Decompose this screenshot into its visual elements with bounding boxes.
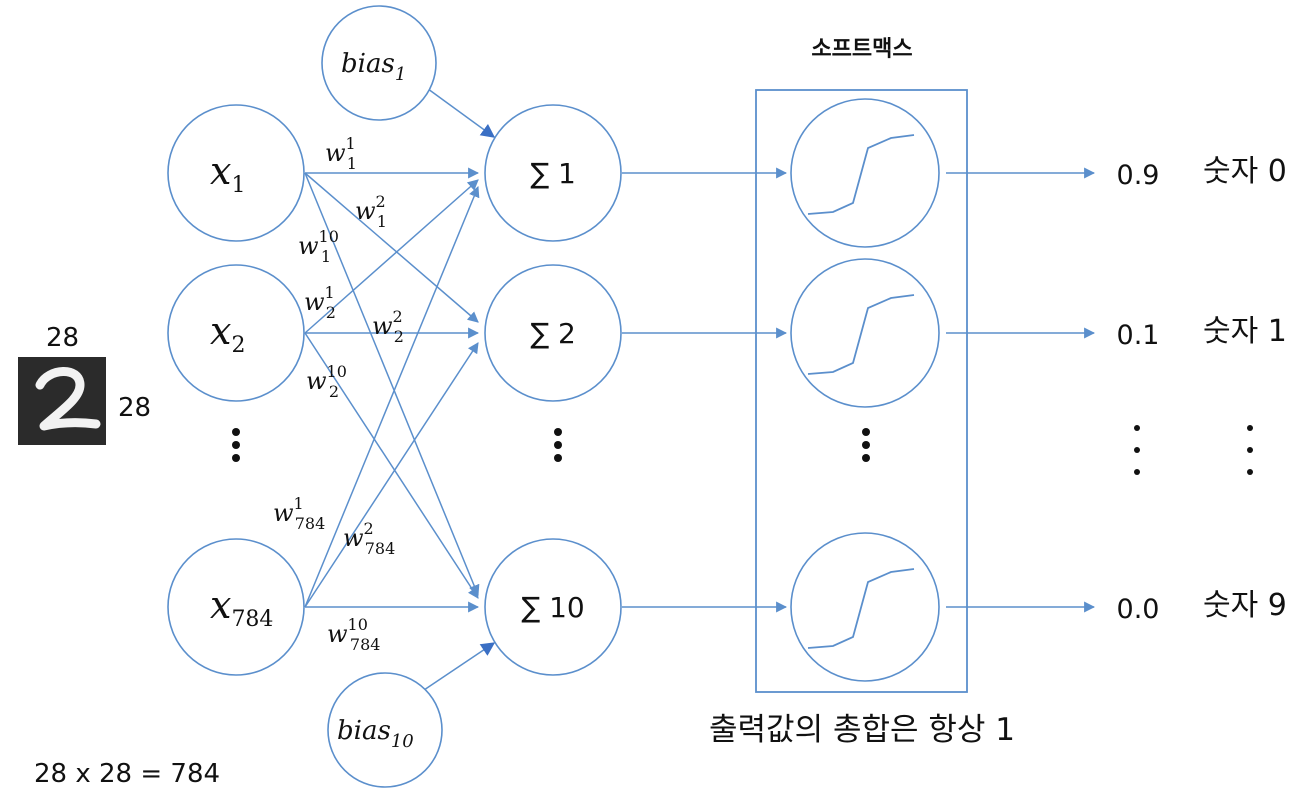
ellipsis-softmax bbox=[862, 428, 870, 462]
sum-node-1 bbox=[484, 104, 622, 242]
input-label-784: x784 bbox=[210, 583, 273, 632]
pixel-count-formula: 28 x 28 = 784 bbox=[34, 759, 220, 789]
sigmoid-curve bbox=[807, 568, 915, 649]
softmax-title: 소프트맥스 bbox=[811, 37, 912, 62]
input-node-2 bbox=[167, 264, 305, 402]
image-height-label: 28 bbox=[118, 393, 151, 423]
softmax-box bbox=[755, 89, 968, 693]
ellipsis-classes bbox=[1247, 425, 1253, 475]
softmax-node-1 bbox=[790, 98, 940, 248]
output-value-1: 0.1 bbox=[1117, 320, 1160, 351]
bias-label-10: bias10 bbox=[337, 716, 414, 752]
bias10-edge bbox=[423, 642, 496, 691]
bias-label-1: bias1 bbox=[341, 49, 406, 85]
image-width-label: 28 bbox=[46, 323, 79, 353]
sum-node-2 bbox=[484, 264, 622, 402]
sum-label-1: ∑ 1 bbox=[530, 157, 576, 190]
input-label-1: x1 bbox=[210, 149, 245, 198]
output-value-0: 0.9 bbox=[1117, 160, 1160, 191]
ellipsis-inputs bbox=[232, 428, 240, 462]
input-label-2: x2 bbox=[210, 309, 245, 358]
output-edges bbox=[622, 167, 1096, 613]
bias-node-1 bbox=[321, 5, 437, 121]
sum-label-10: ∑ 10 bbox=[521, 591, 584, 624]
softmax-sum-note: 출력값의 총합은 항상 1 bbox=[709, 712, 1015, 748]
mnist-digit-image bbox=[18, 357, 106, 445]
ellipsis-values bbox=[1134, 425, 1140, 475]
sum-node-10 bbox=[484, 538, 622, 676]
input-sum-edges bbox=[304, 167, 480, 613]
softmax-node-10 bbox=[790, 532, 940, 682]
ellipsis-sums bbox=[554, 428, 562, 462]
input-node-1 bbox=[167, 104, 305, 242]
input-node-784 bbox=[167, 538, 305, 676]
sigmoid-curve bbox=[807, 294, 915, 375]
output-class-9: 숫자 9 bbox=[1203, 588, 1287, 623]
bias1-edge bbox=[423, 85, 496, 138]
bias-node-10 bbox=[327, 672, 443, 788]
sum-label-2: ∑ 2 bbox=[530, 317, 576, 350]
softmax-node-2 bbox=[790, 258, 940, 408]
output-class-1: 숫자 1 bbox=[1203, 314, 1287, 349]
output-class-0: 숫자 0 bbox=[1203, 154, 1287, 189]
sigmoid-curve bbox=[807, 134, 915, 215]
output-value-9: 0.0 bbox=[1117, 594, 1160, 625]
